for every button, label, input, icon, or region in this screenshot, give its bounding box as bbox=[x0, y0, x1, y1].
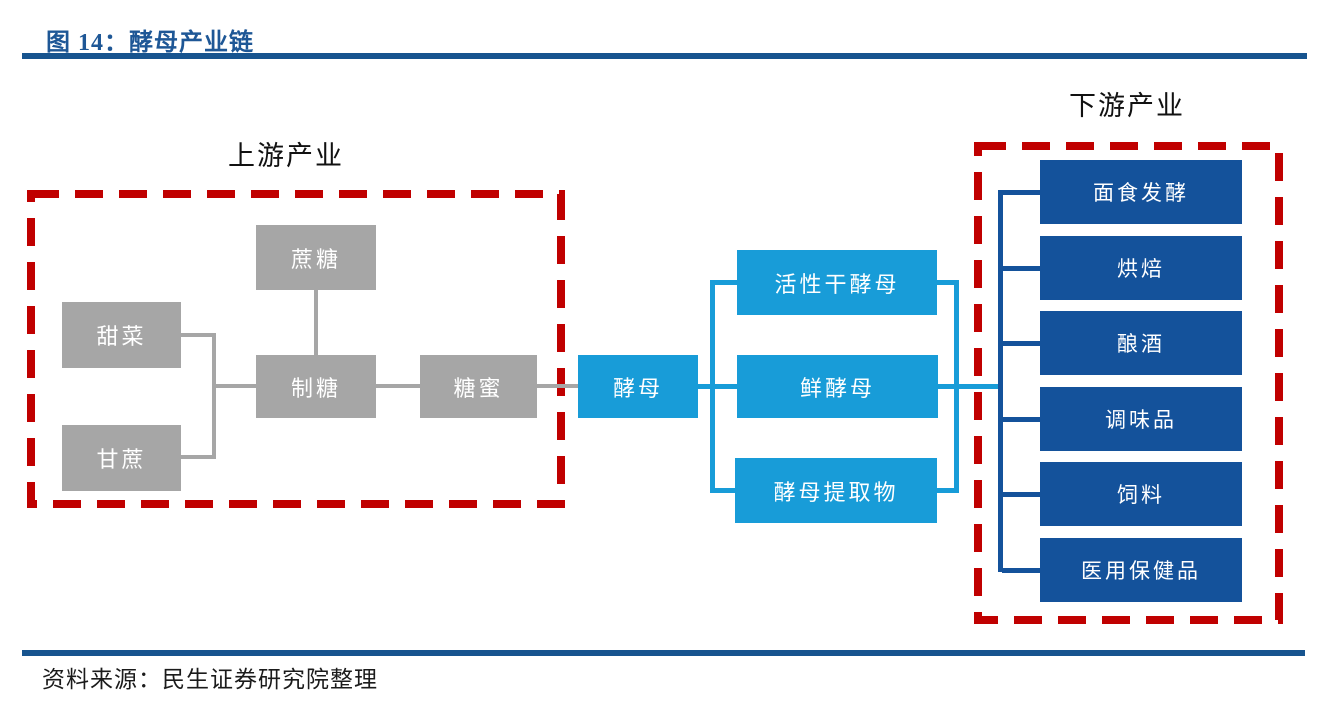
downstream-stub-2 bbox=[1002, 266, 1040, 271]
downstream-stub-1 bbox=[1002, 190, 1040, 195]
products-right-stub-top bbox=[937, 280, 959, 285]
connector-sucrose-sugarmaking bbox=[314, 290, 318, 355]
node-beet: 甜菜 bbox=[62, 302, 181, 368]
upstream-dashed-border bbox=[27, 190, 565, 508]
node-baking: 烘焙 bbox=[1040, 236, 1242, 300]
products-left-stub-bottom bbox=[710, 488, 737, 493]
downstream-stub-5 bbox=[1002, 492, 1040, 497]
downstream-section-label: 下游产业 bbox=[1069, 91, 1185, 121]
node-active-dry-yeast: 活性干酵母 bbox=[737, 250, 937, 315]
node-sucrose: 蔗糖 bbox=[256, 225, 376, 290]
node-sugarcane: 甘蔗 bbox=[62, 425, 181, 491]
connector-yeast-products bbox=[698, 384, 737, 389]
upstream-section-label: 上游产业 bbox=[228, 141, 344, 171]
connector-merge-vertical bbox=[212, 333, 216, 459]
node-yeast-extract: 酵母提取物 bbox=[735, 458, 937, 523]
connector-products-downstream bbox=[938, 384, 1002, 389]
footer-rule bbox=[22, 650, 1305, 656]
figure-title: 图 14：酵母产业链 bbox=[46, 30, 254, 56]
products-left-bracket bbox=[710, 280, 715, 493]
node-molasses: 糖蜜 bbox=[420, 355, 537, 418]
source-note: 资料来源：民生证券研究院整理 bbox=[42, 667, 378, 692]
products-right-stub-bottom bbox=[937, 488, 959, 493]
connector-sugarmaking-molasses bbox=[376, 384, 420, 388]
title-rule bbox=[22, 53, 1307, 59]
connector-sugarcane-out bbox=[181, 455, 216, 459]
connector-merge-sugarmaking bbox=[212, 384, 256, 388]
downstream-bracket bbox=[998, 190, 1003, 572]
node-yeast: 酵母 bbox=[578, 355, 698, 418]
node-fresh-yeast: 鲜酵母 bbox=[737, 355, 938, 418]
connector-molasses-yeast bbox=[537, 384, 578, 388]
downstream-dashed-border bbox=[974, 142, 1283, 624]
node-sugar-making: 制糖 bbox=[256, 355, 376, 418]
node-seasoning: 调味品 bbox=[1040, 387, 1242, 451]
downstream-stub-6 bbox=[1002, 568, 1040, 573]
products-left-stub-top bbox=[710, 280, 737, 285]
node-dough-fermentation: 面食发酵 bbox=[1040, 160, 1242, 224]
downstream-stub-4 bbox=[1002, 417, 1040, 422]
connector-beet-out bbox=[181, 333, 216, 337]
node-brewing: 酿酒 bbox=[1040, 311, 1242, 375]
node-feed: 饲料 bbox=[1040, 462, 1242, 526]
downstream-stub-3 bbox=[1002, 341, 1040, 346]
node-medical-healthcare: 医用保健品 bbox=[1040, 538, 1242, 602]
